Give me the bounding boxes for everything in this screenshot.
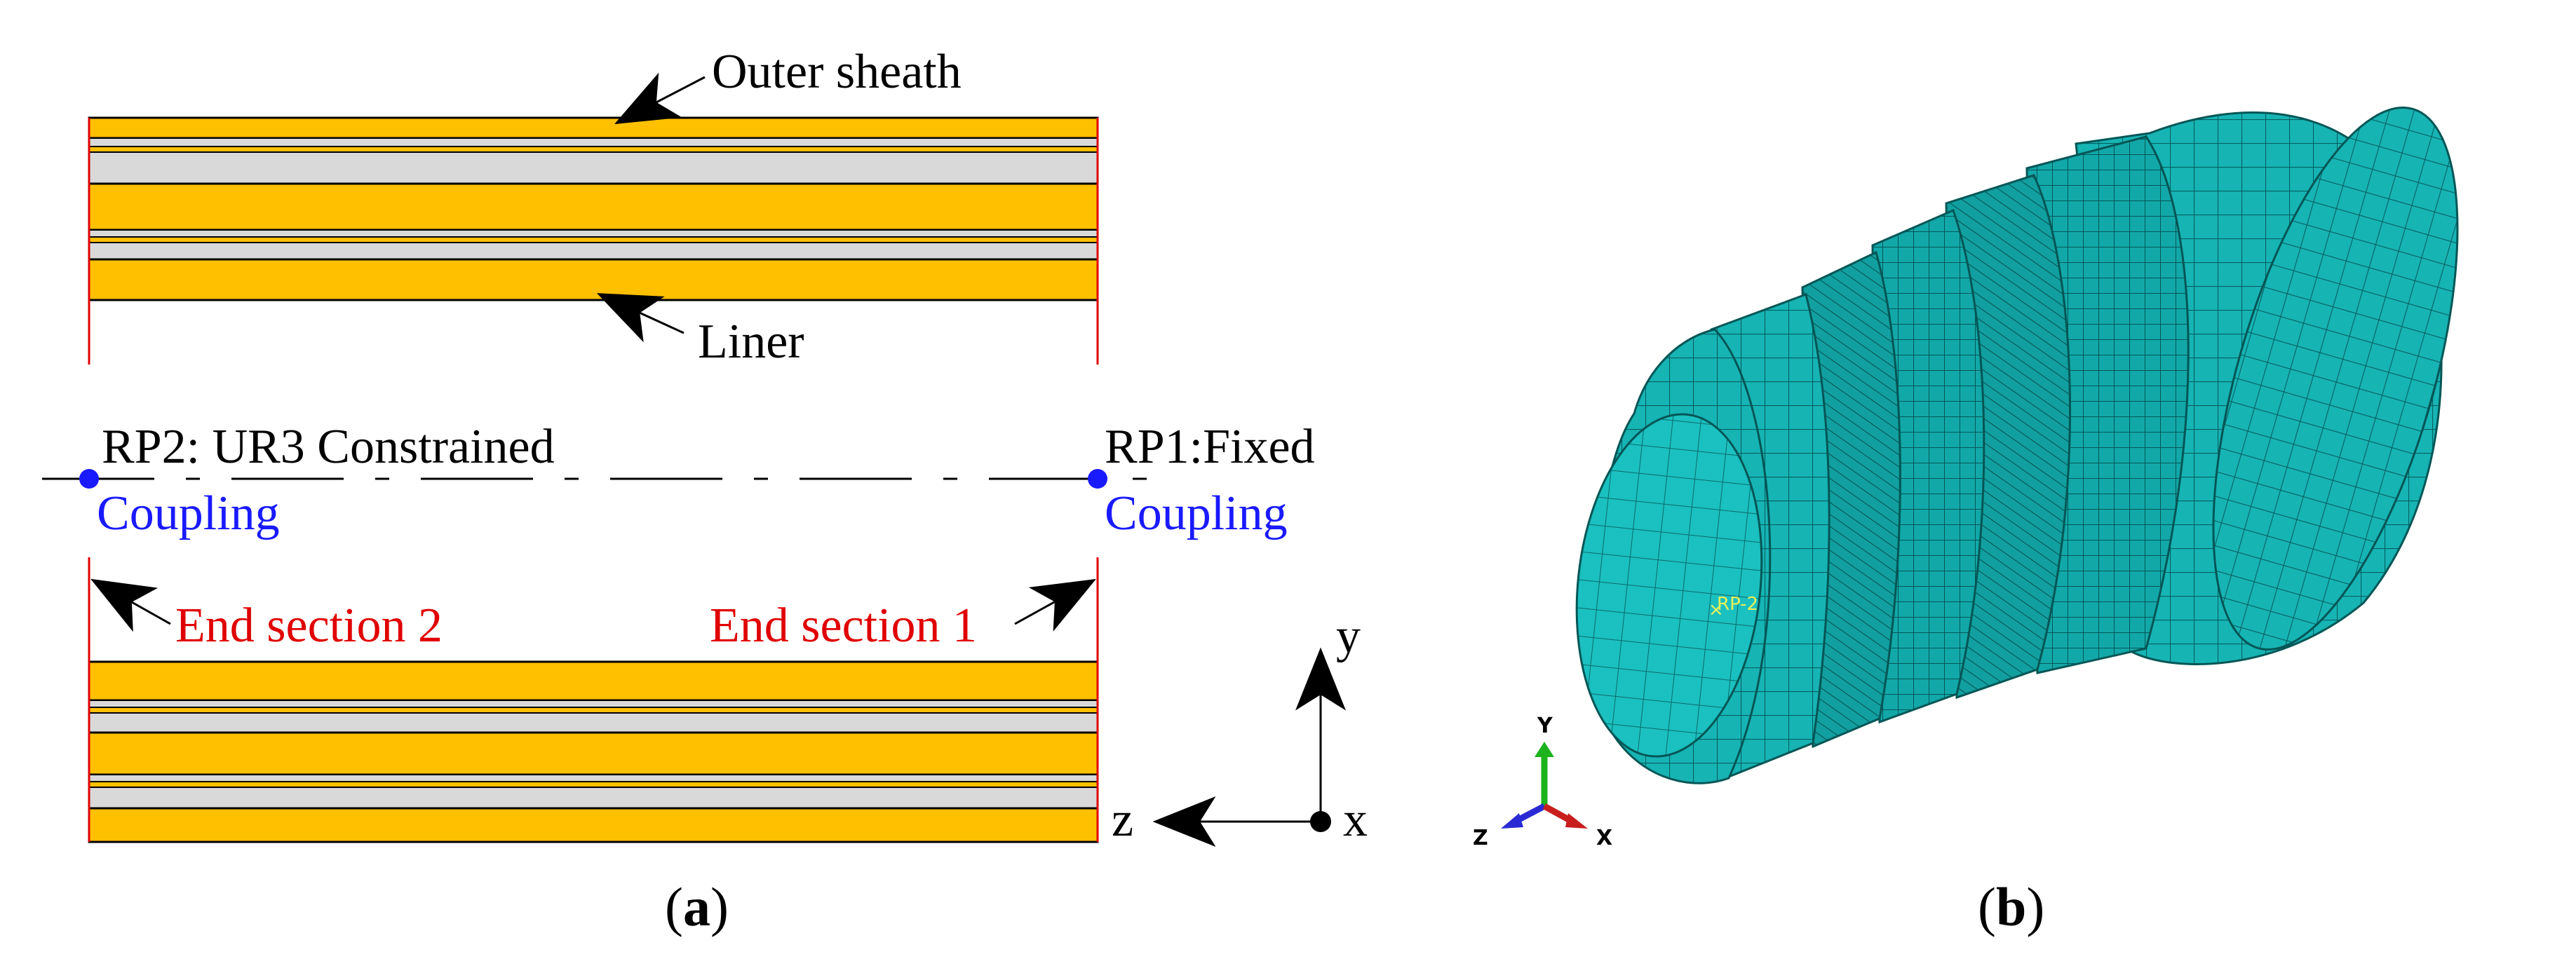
panel-b-caption-letter: b	[1996, 876, 2026, 937]
end-section-2-label: End section 2	[175, 599, 443, 653]
outer-sheath-layer	[88, 116, 1099, 140]
armor-layer	[88, 242, 1098, 260]
armor-layer	[88, 712, 1098, 733]
z-axis-label: z	[1112, 793, 1133, 847]
armor-layer	[88, 700, 1098, 708]
end-section-1-label: End section 1	[710, 599, 977, 653]
liner-leader	[596, 293, 685, 343]
rp2-marker-label: RP-2	[1717, 594, 1758, 615]
panel-b-caption: (b)	[1978, 876, 2044, 937]
armor-layer	[88, 229, 1098, 238]
outer-sheath-leader	[614, 72, 706, 125]
triad-y-head	[1535, 742, 1554, 757]
panel-a-cross-section: Outer sheath Liner RP2: UR3 Constrained …	[42, 45, 1368, 937]
triad-y-label: Y	[1537, 714, 1553, 738]
y-axis-label: y	[1336, 609, 1361, 663]
pressure-layer	[88, 182, 1099, 231]
rp2-reference-point	[79, 469, 99, 489]
coordinate-axes: y z x	[1112, 609, 1368, 847]
armor-layer	[88, 151, 1098, 184]
x-axis-label: x	[1343, 793, 1368, 847]
panel-a-caption: (a)	[665, 876, 729, 937]
liner-label: Liner	[698, 315, 804, 369]
lower-pipe-wall	[88, 660, 1099, 843]
outer-sheath-label: Outer sheath	[712, 45, 962, 99]
armor-layer	[88, 774, 1098, 782]
triad-x-label: X	[1596, 826, 1612, 850]
mesh-layer-3	[1871, 208, 1985, 724]
rp2-label: RP2: UR3 Constrained	[102, 420, 555, 474]
panel-a-caption-letter: a	[683, 876, 710, 937]
end-section-1-leader	[1014, 578, 1096, 632]
axis-triad: Y Z X	[1473, 714, 1612, 850]
upper-pipe-wall	[88, 116, 1099, 301]
armor-layer	[88, 137, 1098, 147]
rp1-reference-point	[1088, 469, 1107, 489]
pressure-layer	[88, 731, 1099, 776]
tape-layer	[88, 146, 1098, 153]
mesh-outer-end	[2212, 107, 2459, 651]
tape-layer	[88, 707, 1098, 714]
rp2-marker-cross: ×	[1708, 599, 1724, 620]
liner-layer	[88, 258, 1099, 301]
coupling-left-label: Coupling	[97, 487, 280, 540]
armor-layer	[88, 787, 1098, 809]
rp1-label: RP1:Fixed	[1105, 420, 1315, 474]
triad-z-label: Z	[1473, 826, 1488, 850]
end-section-2-leader	[90, 578, 171, 632]
liner-layer	[88, 660, 1099, 702]
coupling-right-label: Coupling	[1105, 487, 1288, 540]
outer-sheath-layer	[88, 807, 1099, 843]
tape-layer	[88, 236, 1098, 243]
mesh-layer-5	[2025, 135, 2190, 674]
panel-b-fe-model: RP-2 × Y Z X (b)	[1473, 107, 2459, 937]
tape-layer	[88, 781, 1098, 788]
x-axis-dot	[1310, 811, 1331, 832]
triad-z-head	[1501, 813, 1523, 829]
triad-x-head	[1565, 813, 1588, 829]
mesh-liner-bore	[1575, 413, 1763, 758]
mesh-layer-2	[1801, 250, 1901, 749]
